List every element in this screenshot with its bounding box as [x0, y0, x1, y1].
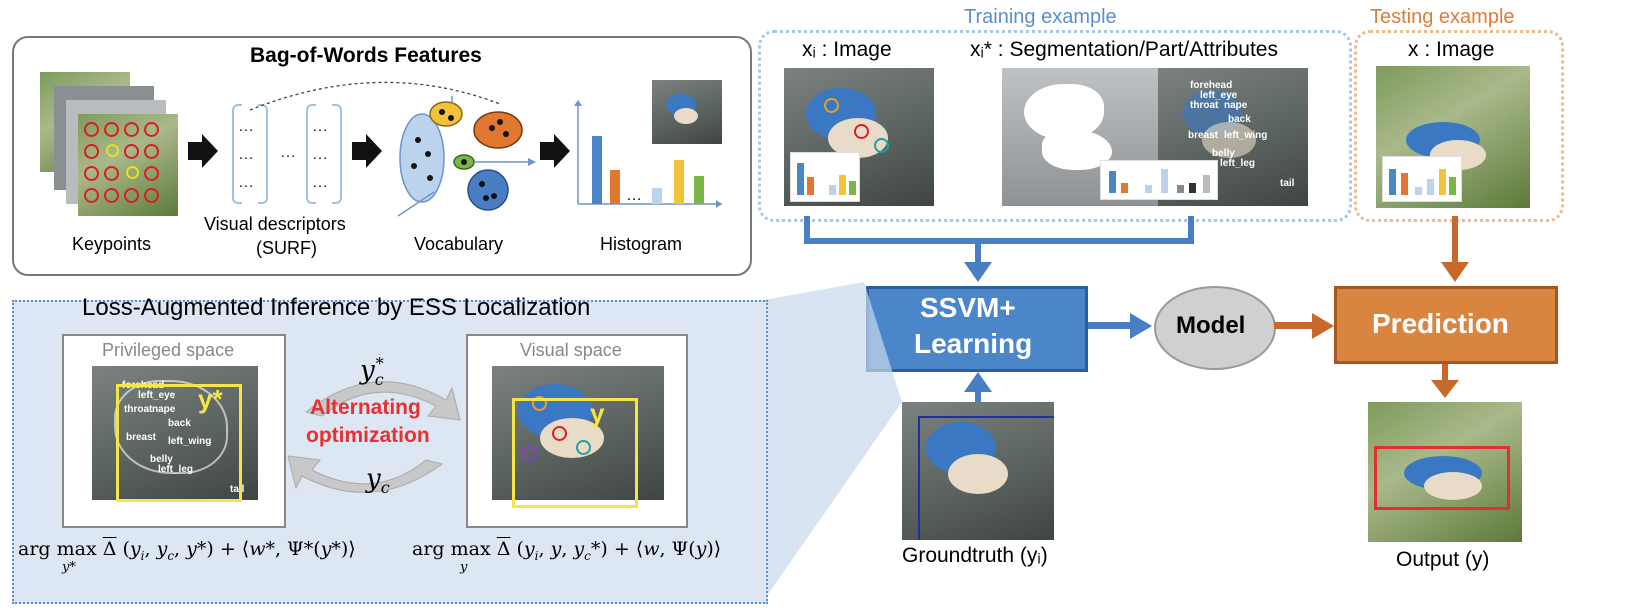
descriptor-bracket-left-1	[232, 104, 242, 204]
testing-title: Testing example	[1370, 6, 1515, 28]
projection-wedge	[764, 282, 902, 600]
alternating-label-1: Alternating	[310, 396, 421, 419]
black-arrow-2	[352, 134, 382, 168]
equation-visual: arg max Δ (yi, y, yc*) + ⟨w, Ψ(y)⟩	[412, 538, 722, 563]
vocabulary-label: Vocabulary	[414, 234, 504, 254]
descriptors-label: Visual descriptors	[204, 214, 346, 234]
arrow-to-model	[1130, 313, 1152, 339]
black-arrow-1	[188, 134, 218, 168]
arrow-to-prediction	[1441, 262, 1469, 282]
output-image	[1368, 402, 1522, 542]
arrow-model-to-prediction	[1312, 313, 1334, 339]
training-title: Training example	[964, 6, 1117, 28]
arrow-to-output	[1431, 380, 1459, 398]
descriptor-ellipsis: …	[280, 144, 296, 161]
testing-image-label: x : Image	[1408, 38, 1495, 61]
visual-space-label: Visual space	[520, 340, 622, 360]
training-privileged-label: xᵢ* : Segmentation/Part/Attributes	[970, 38, 1278, 61]
training-mini-histogram	[790, 152, 860, 202]
y-star-box	[116, 384, 242, 502]
histogram-label: Histogram	[600, 234, 683, 254]
output-label: Output (y)	[1396, 548, 1490, 571]
testing-mini-histogram	[1382, 156, 1462, 202]
alternating-label-2: optimization	[306, 424, 430, 447]
ssvm-line1: SSVM+	[920, 292, 1016, 323]
privileged-mini-histogram	[1100, 160, 1218, 200]
prediction-block	[1334, 286, 1558, 364]
equation-visual-sub: y	[460, 560, 468, 575]
lai-title: Loss-Augmented Inference by ESS Localiza…	[82, 294, 591, 321]
descriptor-bracket-left-2	[306, 104, 316, 204]
equation-privileged: arg max Δ (yi, yc, y*) + ⟨w*, Ψ*(y*)⟩	[18, 538, 356, 563]
keypoints-label: Keypoints	[72, 234, 152, 254]
descriptors-sub-label: (SURF)	[256, 238, 317, 258]
yc-label: yc	[366, 464, 390, 498]
yc-star-label: yc*	[360, 354, 384, 389]
descriptor-connector	[249, 81, 501, 111]
alternating-cycle-arrows	[287, 381, 461, 493]
prediction-label: Prediction	[1372, 308, 1509, 339]
ssvm-learning-block	[866, 286, 1088, 372]
model-label: Model	[1176, 312, 1246, 339]
arrow-to-ssvm	[964, 262, 992, 282]
parts-image: forehead left_eye throat nape back breas…	[1158, 68, 1308, 206]
histogram-bird-thumbnail	[652, 80, 722, 144]
y-star-label: y*	[198, 384, 223, 414]
privileged-space-label: Privileged space	[102, 340, 235, 360]
descriptor-bracket-right-2	[332, 104, 342, 204]
testing-box	[1354, 30, 1564, 222]
groundtruth-label: Groundtruth (yᵢ)	[902, 544, 1048, 567]
vocabulary-clusters	[397, 96, 536, 217]
svg-text:…: …	[626, 187, 642, 204]
equation-privileged-sub: y*	[62, 560, 76, 575]
groundtruth-image	[902, 402, 1054, 540]
histogram-chart: …	[574, 100, 722, 208]
training-image-label: xᵢ : Image	[802, 38, 892, 61]
arrow-groundtruth-to-ssvm	[964, 372, 992, 392]
keypoint-image-front	[78, 114, 178, 216]
y-label: y	[590, 398, 605, 428]
y-box	[512, 398, 638, 508]
training-merge-line	[804, 238, 1194, 244]
bow-title: Bag-of-Words Features	[250, 44, 482, 67]
model-node	[1154, 286, 1276, 370]
ssvm-line2: Learning	[914, 328, 1033, 359]
black-arrow-3	[540, 134, 570, 168]
training-box	[758, 30, 1352, 222]
